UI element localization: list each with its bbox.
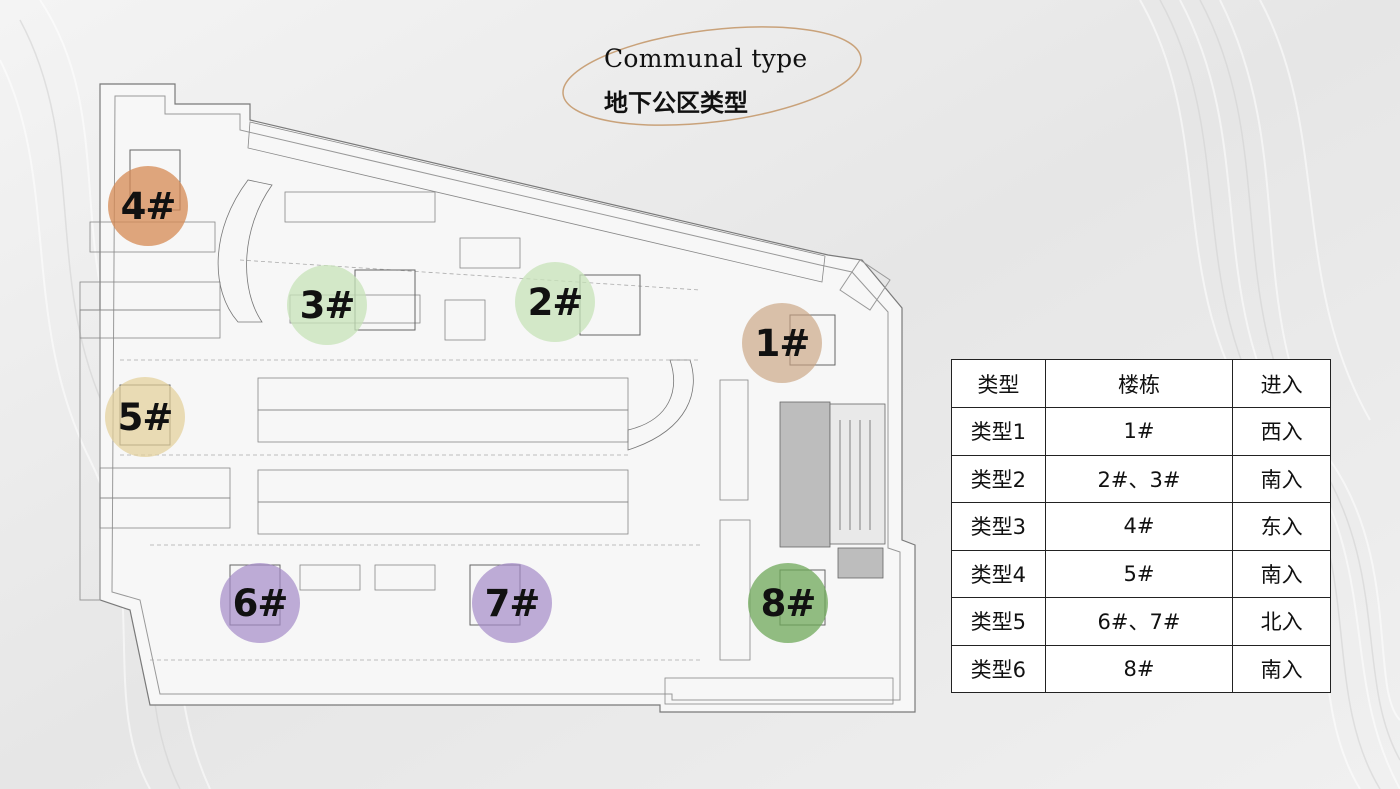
building-marker-8-label: 8# bbox=[760, 581, 817, 625]
table-row: 类型1 1# 西入 bbox=[951, 407, 1331, 456]
table-cell-entry: 南入 bbox=[1232, 454, 1331, 503]
table-cell-entry: 北入 bbox=[1232, 597, 1331, 646]
table-cell-entry: 南入 bbox=[1232, 549, 1331, 598]
driveway-lines bbox=[120, 259, 701, 661]
table-cell-building: 1# bbox=[1044, 407, 1234, 456]
pool bbox=[829, 403, 886, 545]
hatched-area bbox=[779, 401, 884, 579]
floor-plan-outline bbox=[99, 83, 916, 713]
building-marker-4-label: 4# bbox=[120, 184, 177, 228]
building-marker-1: 1# bbox=[742, 303, 822, 383]
table-cell-type: 类型4 bbox=[951, 549, 1046, 598]
building-marker-5-label: 5# bbox=[117, 395, 174, 439]
table-cell-building: 6#、7# bbox=[1044, 597, 1234, 646]
building-marker-4: 4# bbox=[108, 166, 188, 246]
title-chinese: 地下公区类型 bbox=[604, 89, 748, 117]
table-header-type: 类型 bbox=[951, 359, 1046, 408]
building-marker-1-label: 1# bbox=[754, 321, 811, 365]
table-header-building: 楼栋 bbox=[1044, 359, 1234, 408]
table-row: 类型6 8# 南入 bbox=[951, 644, 1331, 693]
building-marker-8: 8# bbox=[748, 563, 828, 643]
table-cell-entry: 西入 bbox=[1232, 407, 1331, 456]
table-row: 类型3 4# 东入 bbox=[951, 502, 1331, 551]
building-marker-3-label: 3# bbox=[299, 283, 356, 327]
table-cell-type: 类型6 bbox=[951, 644, 1046, 693]
building-marker-2-label: 2# bbox=[527, 280, 584, 324]
table-cell-building: 4# bbox=[1044, 502, 1234, 551]
table-header-row: 类型 楼栋 进入 bbox=[951, 359, 1331, 408]
building-marker-7-label: 7# bbox=[484, 581, 541, 625]
table-cell-building: 2#、3# bbox=[1044, 454, 1234, 503]
table-row: 类型5 6#、7# 北入 bbox=[951, 597, 1331, 646]
parking-row-bottom bbox=[664, 677, 894, 705]
building-marker-3: 3# bbox=[287, 265, 367, 345]
building-marker-2: 2# bbox=[515, 262, 595, 342]
communal-type-table: 类型 楼栋 进入 类型1 1# 西入 类型2 2#、3# 南入 类型3 4# 东… bbox=[951, 359, 1331, 693]
title-english: Communal type bbox=[604, 44, 808, 73]
table-cell-entry: 东入 bbox=[1232, 502, 1331, 551]
table-row: 类型2 2#、3# 南入 bbox=[951, 454, 1331, 503]
table-row: 类型4 5# 南入 bbox=[951, 549, 1331, 598]
table-cell-entry: 南入 bbox=[1232, 644, 1331, 693]
building-marker-6-label: 6# bbox=[232, 581, 289, 625]
table-cell-type: 类型5 bbox=[951, 597, 1046, 646]
table-cell-building: 5# bbox=[1044, 549, 1234, 598]
table-header-entry: 进入 bbox=[1232, 359, 1331, 408]
parking-row-top bbox=[247, 121, 826, 283]
table-cell-type: 类型3 bbox=[951, 502, 1046, 551]
building-marker-6: 6# bbox=[220, 563, 300, 643]
building-marker-5: 5# bbox=[105, 377, 185, 457]
building-marker-7: 7# bbox=[472, 563, 552, 643]
table-cell-type: 类型1 bbox=[951, 407, 1046, 456]
table-cell-building: 8# bbox=[1044, 644, 1234, 693]
table-cell-type: 类型2 bbox=[951, 454, 1046, 503]
